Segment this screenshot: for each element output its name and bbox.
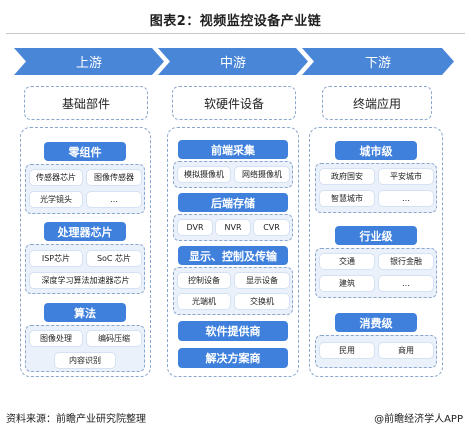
chip-sensor-chip: 传感器芯片 [30, 170, 82, 185]
chip-safe-city: 平安城市 [379, 169, 433, 184]
chip-government: 政府国安 [320, 169, 374, 184]
midstream-section-storage: 后端存储 [178, 193, 288, 212]
chip-isp: ISP芯片 [30, 251, 82, 266]
chip-image-processing: 图像处理 [30, 331, 82, 346]
chip-dl-accelerator: 深度学习算法加速器芯片 [30, 273, 141, 288]
upstream-section-components: 零组件 [44, 142, 126, 161]
chip-soc: SoC 芯片 [87, 251, 141, 266]
chip-display-device: 显示设备 [235, 273, 289, 288]
upstream-heading: 基础部件 [24, 86, 148, 120]
chip-cvr: CVR [254, 220, 289, 235]
upstream-section-processor: 处理器芯片 [44, 222, 126, 241]
source-note: 资料来源：前瞻产业研究院整理 [6, 414, 146, 425]
chip-commercial: 商用 [379, 343, 433, 358]
chip-switch: 交换机 [235, 294, 289, 309]
upstream-section-algorithm: 算法 [44, 303, 126, 322]
chip-construction: 建筑 [320, 276, 374, 291]
stage-downstream-label: 下游 [364, 56, 391, 71]
chip-smart-city: 智慧城市 [320, 191, 374, 206]
chip-transport: 交通 [320, 254, 374, 269]
midstream-section-frontend: 前端采集 [178, 140, 288, 159]
midstream-section-display: 显示、控制及传输 [178, 246, 288, 265]
midstream-section-software: 软件提供商 [178, 321, 288, 341]
brand-note: @前瞻经济学人APP [374, 414, 463, 425]
chip-ellipsis: … [87, 192, 141, 207]
chip-ellipsis: … [379, 191, 433, 206]
stage-downstream: 下游 [302, 48, 454, 75]
stage-upstream-label: 上游 [75, 56, 102, 71]
chip-residential: 民用 [320, 343, 374, 358]
stage-midstream: 中游 [158, 48, 308, 75]
chip-nvr: NVR [216, 220, 250, 235]
stage-upstream: 上游 [14, 48, 164, 75]
chip-analog-camera: 模拟摄像机 [178, 167, 230, 182]
chip-banking: 银行金融 [379, 254, 433, 269]
chip-control-device: 控制设备 [178, 273, 230, 288]
midstream-section-solutions: 解决方案商 [178, 348, 288, 368]
downstream-section-industry: 行业级 [335, 226, 417, 245]
downstream-section-city: 城市级 [335, 141, 417, 160]
downstream-heading: 终端应用 [322, 86, 432, 120]
stage-midstream-label: 中游 [219, 56, 246, 71]
midstream-heading: 软硬件设备 [172, 86, 296, 120]
downstream-section-consumer: 消费级 [335, 313, 417, 332]
chip-network-camera: 网络摄像机 [235, 167, 289, 182]
title-divider [6, 33, 465, 34]
chip-optical-transceiver: 光端机 [178, 294, 230, 309]
chip-optical-lens: 光学镜头 [30, 192, 82, 207]
chip-ellipsis: … [379, 276, 433, 291]
chart-title: 图表2：视频监控设备产业链 [149, 14, 322, 29]
chip-content-recognition: 内容识别 [55, 353, 115, 368]
chip-image-sensor: 图像传感器 [87, 170, 141, 185]
chip-encoding: 编码压缩 [87, 331, 141, 346]
chip-dvr: DVR [178, 220, 212, 235]
